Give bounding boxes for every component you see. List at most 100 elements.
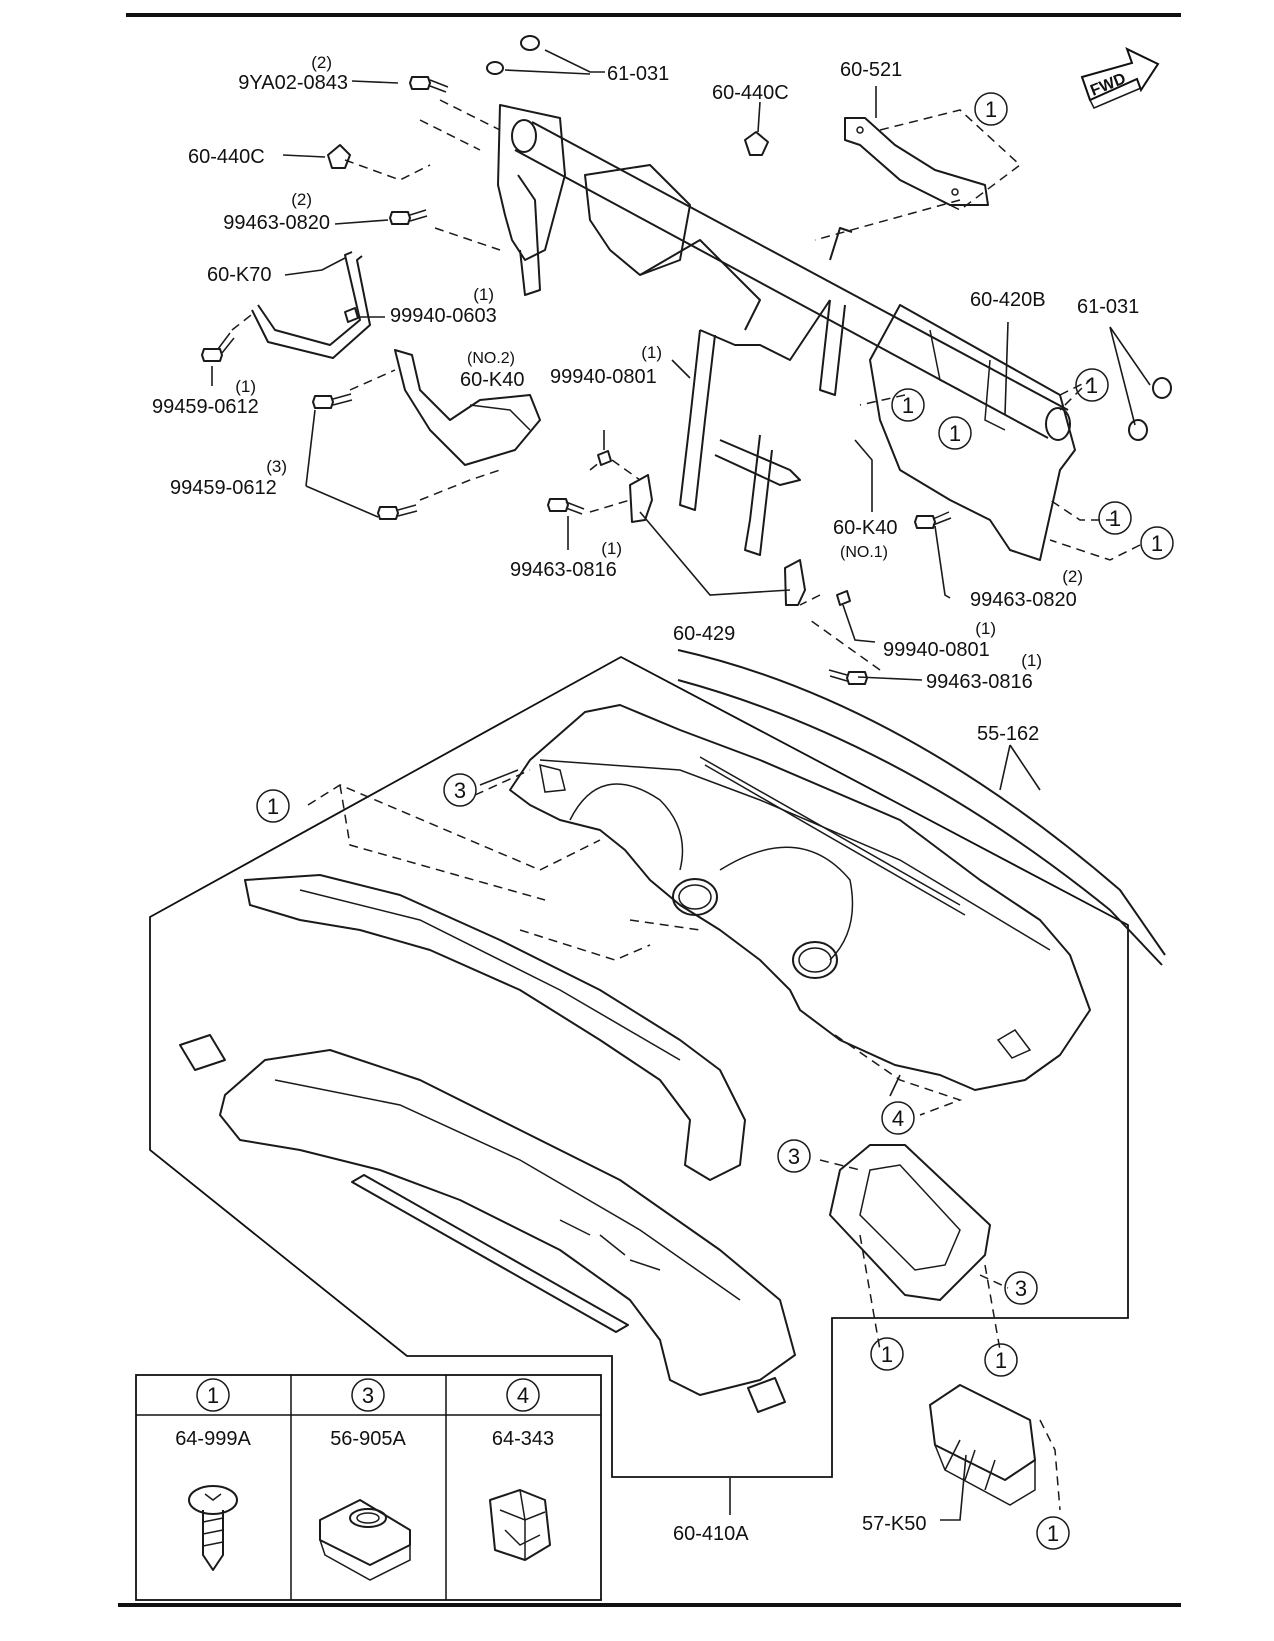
svg-text:1: 1: [902, 393, 914, 418]
callout-1-j: 1: [1036, 1516, 1070, 1550]
label-60-440c-left: 60-440C: [188, 146, 265, 168]
dash-reinforcement-upper: [244, 874, 746, 1181]
clip-60-440c-left-icon: [327, 144, 351, 169]
qty-99463-0816-right: (1): [1021, 651, 1042, 670]
label-99463-0820-right: 99463-0820: [970, 589, 1077, 611]
label-55-162: 55-162: [977, 723, 1039, 745]
legend-cell-1: 1 64-999A: [175, 1378, 251, 1571]
svg-text:1: 1: [985, 97, 997, 122]
qty-99463-0816-left: (1): [601, 539, 622, 558]
qty-99940-0603: (1): [473, 285, 494, 304]
callout-1-a: 1: [974, 92, 1008, 126]
cross-member-60-420b: [497, 104, 1076, 561]
legend-part-3: 56-905A: [330, 1428, 406, 1450]
svg-text:1: 1: [1109, 506, 1121, 531]
label-60-420b: 60-420B: [970, 289, 1046, 311]
svg-text:1: 1: [1047, 1521, 1059, 1546]
part-label-99463-0816-right: (1) 99463-0816: [926, 651, 1042, 693]
label-99459-0612-a: 99459-0612: [152, 396, 259, 418]
sub-60-k40-no1: (NO.1): [840, 544, 888, 561]
sub-60-k40-no2: (NO.2): [467, 350, 515, 367]
bracket-60-429: [629, 474, 806, 606]
part-label-9ya02-0843: (2) 9YA02-0843: [238, 53, 348, 94]
legend-part-1: 64-999A: [175, 1428, 251, 1450]
screw-icon: [188, 1485, 238, 1571]
part-label-99940-0801-top: (1) 99940-0801: [550, 343, 662, 388]
svg-text:3: 3: [788, 1144, 800, 1169]
qty-99940-0801-top: (1): [641, 343, 662, 362]
duct-seal-right-icon: [747, 1377, 786, 1413]
part-label-60-k40-no2: (NO.2) 60-K40: [460, 350, 525, 391]
grommet-61-031-icon: [486, 61, 504, 75]
qty-99459-0612-a: (1): [235, 377, 256, 396]
callout-1-c: 1: [891, 388, 925, 422]
legend-cell-3: 3 56-905A: [319, 1378, 411, 1581]
label-60-k70: 60-K70: [207, 264, 272, 286]
legend-part-4: 64-343: [492, 1428, 554, 1450]
fwd-arrow-icon: FWD: [1080, 47, 1160, 109]
part-label-99463-0816-left: (1) 99463-0816: [510, 539, 622, 581]
svg-text:1: 1: [995, 1348, 1007, 1373]
label-99463-0820-left: 99463-0820: [223, 212, 330, 234]
fastener-bolt-icons: [201, 35, 1172, 685]
legend-key-3: 3: [362, 1383, 374, 1408]
callout-3-b: 3: [777, 1139, 811, 1173]
part-label-99940-0801-bottom: (1) 99940-0801: [883, 619, 996, 661]
callout-1-i: 1: [984, 1343, 1018, 1377]
label-99463-0816-left: 99463-0816: [510, 559, 617, 581]
nut-99940-0801-lower-icon: [836, 590, 851, 606]
part-label-60-k40-no1: 60-K40 (NO.1): [833, 517, 898, 561]
part-label-99463-0820-right: (2) 99463-0820: [970, 567, 1083, 611]
label-9ya02-0843: 9YA02-0843: [238, 72, 348, 94]
label-60-410a: 60-410A: [673, 1523, 749, 1545]
callout-1-d: 1: [938, 416, 972, 450]
qty-9ya02-0843: (2): [311, 53, 332, 72]
duct-seal-left-icon: [179, 1034, 226, 1071]
label-60-k40-no1: 60-K40: [833, 517, 898, 539]
svg-text:1: 1: [267, 794, 279, 819]
moulding-55-162: [677, 649, 1166, 966]
label-99940-0801-bottom: 99940-0801: [883, 639, 990, 661]
part-label-99940-0603: (1) 99940-0603: [390, 285, 497, 327]
label-99940-0603: 99940-0603: [390, 305, 497, 327]
part-label-99459-0612-b: (3) 99459-0612: [170, 457, 287, 499]
label-60-521: 60-521: [840, 59, 902, 81]
callout-1-e: 1: [1098, 501, 1132, 535]
qty-99463-0820-right: (2): [1062, 567, 1083, 586]
airbag-module-57-k50: [929, 1384, 1036, 1506]
callout-1-k: 1: [0, 0, 6, 5]
label-61-031-right: 61-031: [1077, 296, 1139, 318]
part-label-99463-0820-left: (2) 99463-0820: [223, 190, 330, 234]
legend-key-1: 1: [207, 1383, 219, 1408]
dashboard-panel: [509, 704, 1091, 1091]
callout-3-c: 3: [1004, 1271, 1038, 1305]
bracket-60-521: [844, 117, 989, 206]
callout-1-g: 1: [256, 789, 290, 823]
label-60-k40-no2: 60-K40: [460, 369, 525, 391]
foam-strip: [351, 1174, 629, 1333]
clip-icon: [489, 1489, 551, 1561]
label-61-031-top: 61-031: [607, 63, 669, 85]
svg-text:4: 4: [892, 1106, 904, 1131]
fastener-legend-table: 1 64-999A 3 56-905A 4 64: [135, 1374, 602, 1601]
clip-60-440c-top-icon: [744, 131, 769, 156]
assembly-dashed-lines-lower: [307, 769, 1061, 1511]
svg-text:1: 1: [1086, 373, 1098, 398]
part-label-99459-0612-a: (1) 99459-0612: [152, 377, 259, 418]
assembly-dashed-lines-upper: [231, 99, 1141, 671]
qty-99463-0820-left: (2): [291, 190, 312, 209]
label-60-440c-top: 60-440C: [712, 82, 789, 104]
qty-99459-0612-b: (3): [266, 457, 287, 476]
svg-text:3: 3: [1015, 1276, 1027, 1301]
glove-box-frame: [829, 1144, 991, 1301]
callout-3-a: 3: [443, 773, 477, 807]
svg-text:1: 1: [881, 1342, 893, 1367]
callout-1-f: 1: [1140, 526, 1174, 560]
dash-duct-lower: [179, 1034, 796, 1413]
label-60-429: 60-429: [673, 623, 735, 645]
callout-1-h: 1: [870, 1337, 904, 1371]
label-99463-0816-right: 99463-0816: [926, 671, 1033, 693]
qty-99940-0801-bottom: (1): [975, 619, 996, 638]
